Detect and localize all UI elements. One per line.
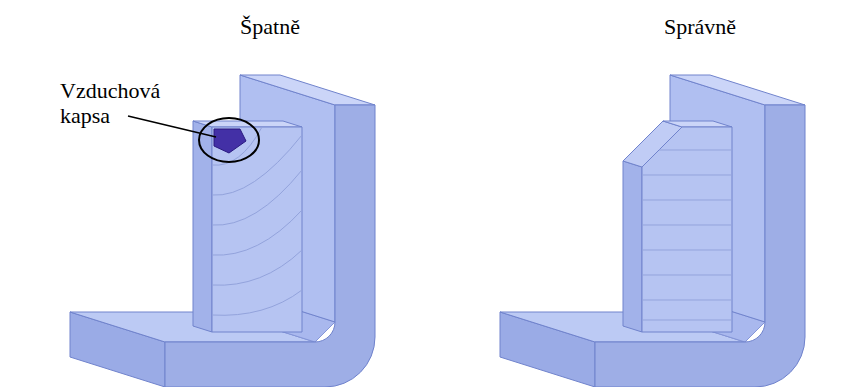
heading-wrong: Špatně (240, 14, 300, 39)
bracket-correct (500, 75, 805, 387)
rib-side-face (623, 161, 642, 332)
heading-correct: Správně (664, 14, 736, 39)
flow-lines (642, 150, 732, 320)
highlight-circle (199, 118, 259, 162)
bracket-correct-group (500, 75, 805, 387)
flow-lines (212, 127, 302, 315)
leader-line (128, 116, 216, 137)
rib-side-face (193, 121, 212, 332)
rib-front-face (642, 127, 732, 332)
callout-label: Vzduchová kapsa (60, 78, 172, 129)
rib-front-face (212, 127, 302, 332)
air-pocket (214, 129, 246, 153)
rib-wrong (128, 116, 302, 332)
bracket-wrong (70, 75, 375, 387)
rib-top-face (663, 121, 732, 127)
